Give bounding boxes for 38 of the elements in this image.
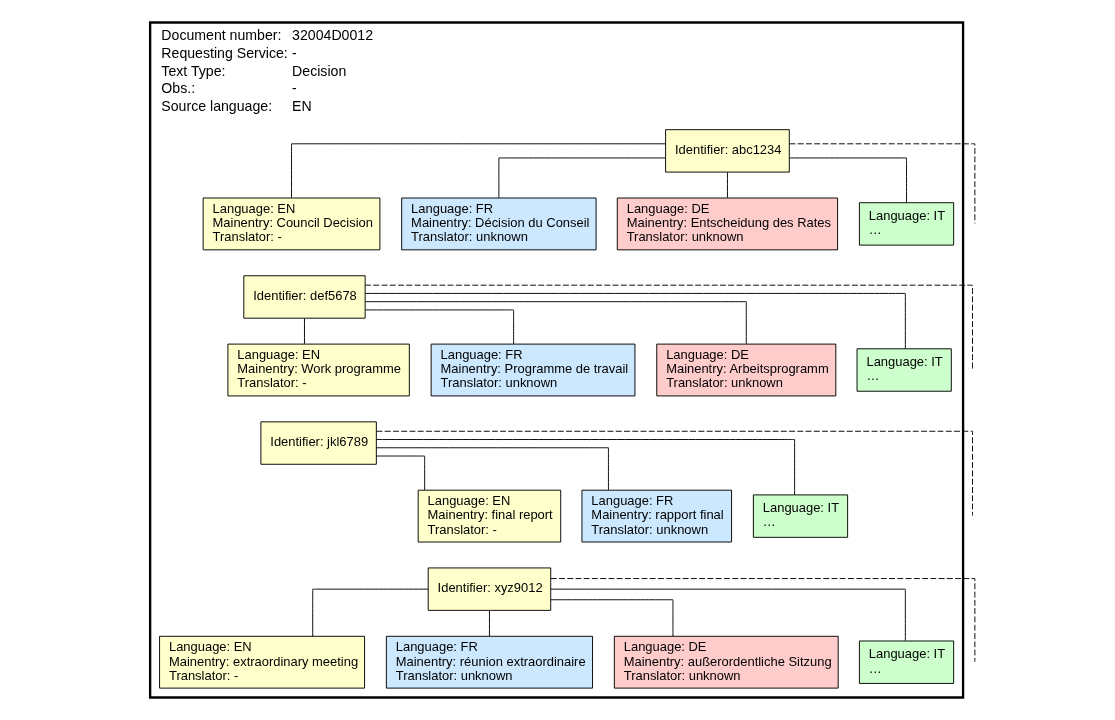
node-box: Language: FR Mainentry: Programme de travail Translator: unknown [430, 343, 635, 397]
connector [311, 588, 429, 637]
node-box: Language: IT … [858, 640, 954, 684]
node-box: Language: DE Mainentry: Arbeitsprogramm Translator: unknown [655, 343, 836, 397]
connector [788, 157, 907, 204]
node-box: Identifier: jkl6789 [259, 421, 377, 465]
node-box: Language: EN Mainentry: extraordinary meeting Translator: - [158, 635, 365, 689]
node-box: Language: DE Mainentry: Entscheidung des Rates Translator: unknown [616, 197, 838, 251]
connector [364, 301, 747, 345]
connector [375, 439, 795, 496]
node-box: Language: IT … [752, 494, 848, 538]
node-box: Language: EN Mainentry: Work programme Translator: - [226, 343, 410, 397]
node-box: Identifier: xyz9012 [427, 567, 551, 611]
node-box: Language: FR Mainentry: réunion extraordinaire Translator: unknown [385, 635, 593, 689]
connector [375, 430, 973, 517]
node-box: Language: IT … [856, 348, 952, 392]
node-box: Language: FR Mainentry: Décision du Conseil Translator: unknown [400, 197, 597, 251]
connector [497, 157, 666, 199]
node-box: Language: DE Mainentry: außerordentliche Sitzung Translator: unknown [613, 635, 839, 689]
connector [549, 578, 975, 663]
connector [364, 292, 906, 350]
node-box: Identifier: abc1234 [664, 129, 790, 173]
connector [488, 610, 490, 637]
connector [364, 309, 514, 345]
connector [788, 143, 975, 224]
connector [375, 447, 609, 491]
node-box: Language: IT … [858, 202, 954, 246]
connector [549, 588, 906, 642]
connector [364, 284, 973, 370]
connector [290, 143, 666, 199]
connector [726, 171, 728, 199]
connector [375, 455, 425, 491]
node-box: Language: EN Mainentry: final report Translator: - [417, 489, 561, 543]
connector [550, 599, 673, 637]
node-box: Identifier: def5678 [242, 275, 366, 319]
node-box: Language: EN Mainentry: Council Decision Translator: - [202, 197, 380, 251]
connector [303, 318, 305, 345]
node-box: Language: FR Mainentry: rapport final Translator: unknown [580, 489, 732, 543]
